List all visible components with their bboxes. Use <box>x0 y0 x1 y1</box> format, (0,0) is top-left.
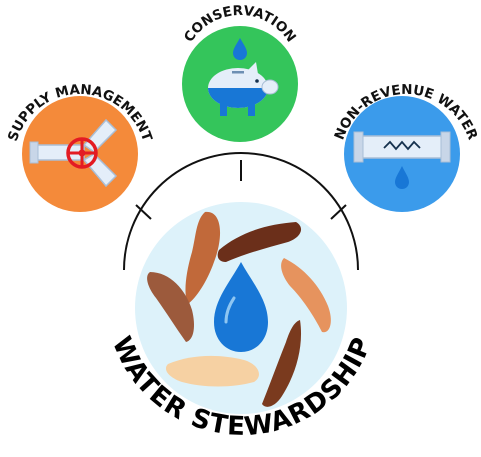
leaking-pipe-icon <box>353 131 451 189</box>
piggy-bank-icon <box>208 38 279 116</box>
pipe-valve-icon <box>29 118 118 188</box>
connector-arc <box>123 152 359 271</box>
pillar-supply-management: SUPPLY MANAGEMENT <box>5 82 155 212</box>
center-node: WATER STEWARDSHIP <box>106 202 377 442</box>
hands-circle-icon <box>147 211 331 407</box>
pillar-non-revenue-water: NON-REVENUE WATER <box>332 82 481 212</box>
water-drop-icon <box>214 262 268 352</box>
pillar-conservation: CONSERVATION <box>181 3 299 142</box>
